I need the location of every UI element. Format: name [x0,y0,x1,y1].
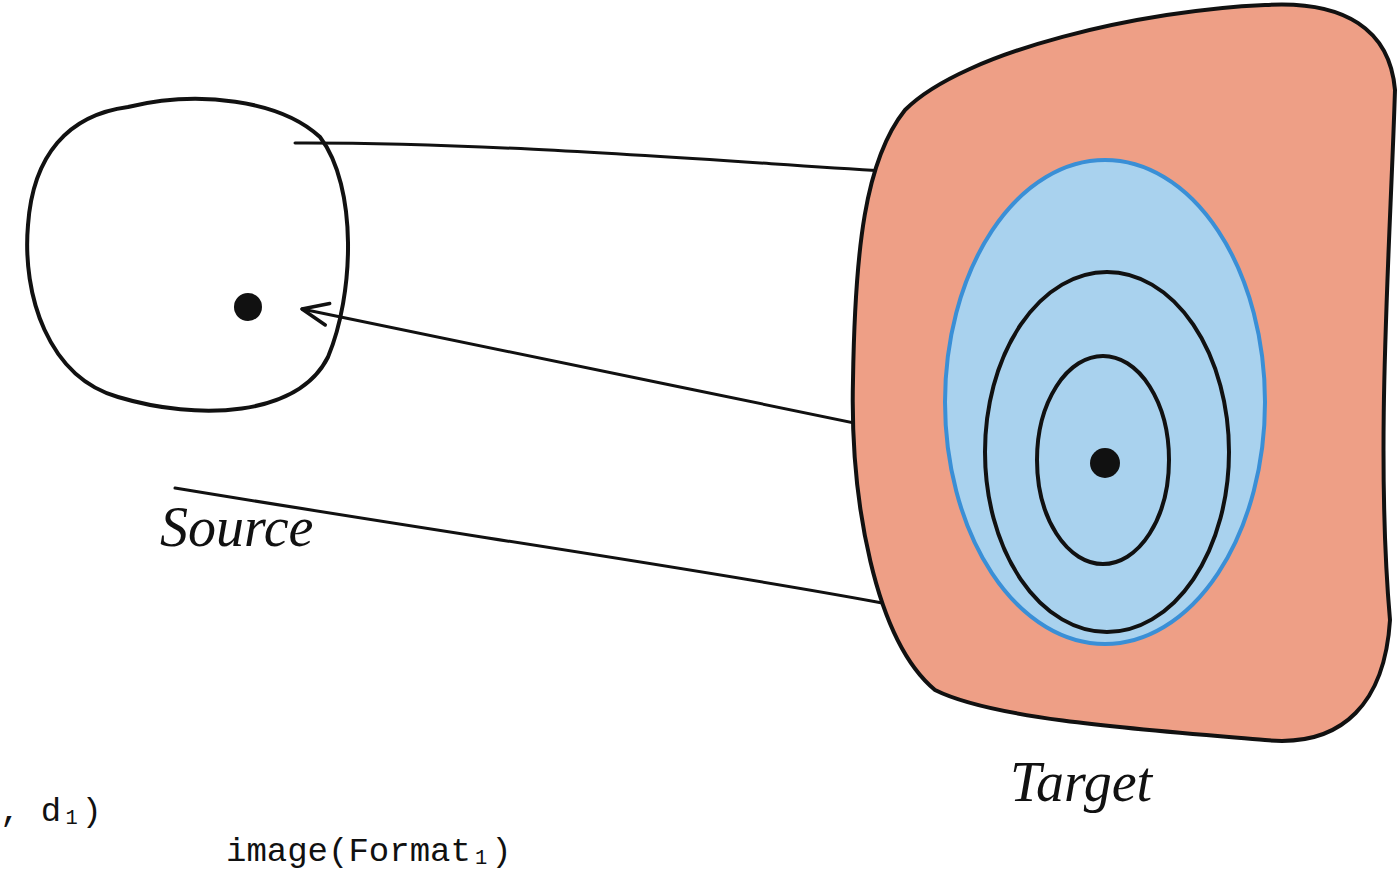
arrowhead [302,303,330,325]
node-label: Source [160,497,313,559]
target-blob-outline [845,0,1397,750]
code-text: image(Format₁) [226,834,512,871]
target-blob: Target [845,0,1397,750]
code-text: , d₁) [0,794,102,831]
source-blob: Source [18,95,358,415]
source-blob-outline [18,95,358,415]
node-label: Target [1010,752,1152,814]
